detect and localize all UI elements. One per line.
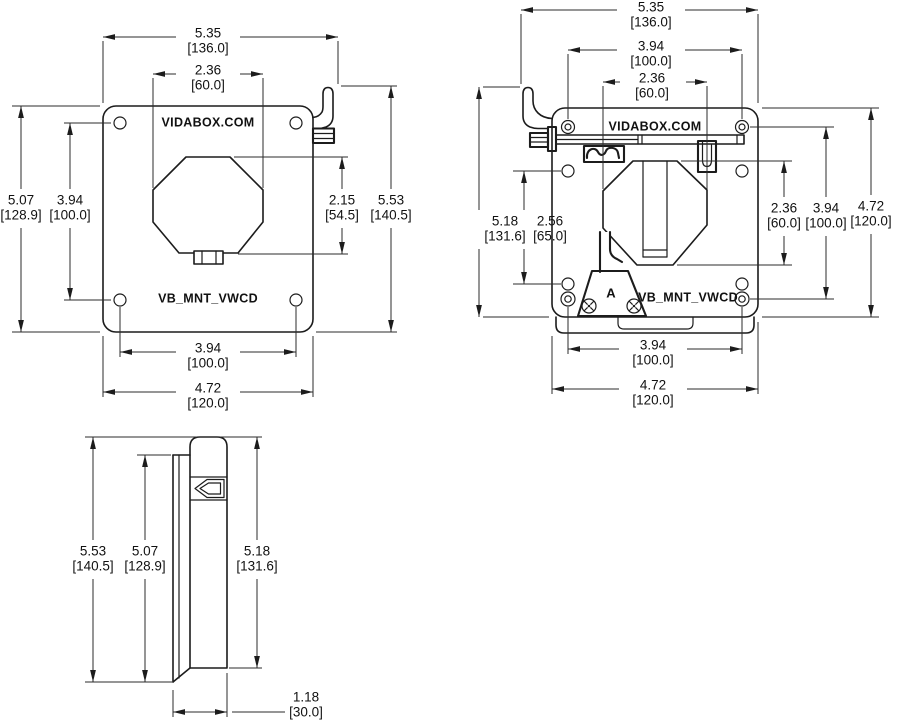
dim-value: 5.35 (638, 0, 664, 15)
dim-side-plate-height: 5.07 [128.9] (124, 455, 166, 682)
dim-value: 2.56 (537, 214, 563, 229)
dim-value: 3.94 (640, 338, 667, 353)
rear-view: A VIDABOX.COM VB_MNT_VWCD (476, 0, 892, 408)
phillips-screw (626, 298, 642, 314)
dim-front-hole-spacing-v: 3.94 [100.0] (49, 123, 91, 300)
dim-rear-octagon-width: 2.36 [60.0] (603, 71, 707, 101)
dim-value: 5.18 (244, 544, 270, 559)
dim-front-octagon-width: 2.36 [60.0] (153, 63, 263, 93)
dim-value: 5.53 (80, 544, 106, 559)
dim-side-depth: 1.18 [30.0] (173, 690, 323, 720)
dim-value: 2.36 (195, 63, 221, 78)
dim-rear-hole-spacing-top: 3.94 [100.0] (568, 39, 742, 69)
rear-release-channel (597, 230, 624, 274)
rear-extension-lines (483, 14, 879, 394)
side-view: 5.53 [140.5] 5.07 [128.9] 5.18 [131.6] 1… (72, 436, 323, 720)
dim-unit-mm: [100.0] (630, 54, 671, 69)
rear-plate-outline (551, 107, 759, 334)
phillips-screw (581, 298, 597, 314)
rear-holes-bottom (560, 277, 750, 307)
dim-unit-mm: [100.0] (632, 353, 673, 368)
dim-unit-mm: [65.0] (533, 229, 567, 244)
dim-value: 3.94 (813, 201, 840, 216)
front-brand-label: VIDABOX.COM (162, 115, 255, 129)
dim-value: 1.18 (293, 690, 319, 705)
dim-value: 5.53 (378, 193, 404, 208)
dim-value: 5.07 (8, 193, 34, 208)
dim-value: 2.15 (329, 193, 355, 208)
rear-wall-hook (522, 86, 553, 130)
dim-unit-mm: [120.0] (187, 396, 228, 411)
dim-unit-mm: [120.0] (632, 393, 673, 408)
dim-unit-mm: [136.0] (630, 15, 671, 30)
dim-front-overall-width: 5.35 [136.0] (103, 26, 338, 56)
rear-brand-label: VIDABOX.COM (609, 119, 702, 133)
front-plate-outline (102, 105, 314, 333)
rear-octagon-cutout (602, 160, 708, 266)
dim-unit-mm: [54.5] (325, 208, 359, 223)
dim-front-overall-height: 5.53 [140.5] (370, 86, 412, 332)
dim-unit-mm: [140.5] (370, 208, 411, 223)
dim-rear-hole-spacing-right: 3.94 [100.0] (805, 127, 847, 299)
dim-rear-hole-spacing-lower: 2.56 [65.0] (521, 171, 567, 284)
front-lock-knob (311, 127, 336, 145)
rear-bracket-a: A (576, 269, 648, 318)
dim-value: 5.18 (492, 214, 518, 229)
dim-unit-mm: [30.0] (289, 705, 323, 720)
dim-value: 2.36 (639, 71, 665, 86)
dim-rear-octagon-height: 2.36 [60.0] (767, 161, 801, 265)
side-bracket-bar (189, 436, 228, 669)
dim-value: 2.36 (771, 201, 797, 216)
dim-rear-overall-width: 5.35 [136.0] (521, 0, 758, 30)
dim-side-total-height: 5.53 [140.5] (72, 437, 114, 682)
dim-unit-mm: [100.0] (805, 216, 846, 231)
dim-rear-overall-height: 5.18 [131.6] (476, 87, 526, 317)
front-wall-hook (312, 86, 334, 130)
rear-lip-cutout (617, 316, 694, 330)
dim-unit-mm: [60.0] (767, 216, 801, 231)
rear-spring-latch (582, 144, 626, 164)
dim-value: 3.94 (195, 341, 222, 356)
dim-front-hole-spacing-h: 3.94 [100.0] (120, 341, 296, 371)
side-latch-arrow (194, 478, 225, 499)
dim-unit-mm: [140.5] (72, 559, 113, 574)
dim-front-plate-width: 4.72 [120.0] (103, 381, 313, 411)
front-view: VIDABOX.COM VB_MNT_VWCD 5.35 [136.0] (0, 26, 411, 411)
rear-part-label: VB_MNT_VWCD (638, 290, 738, 304)
dim-value: 4.72 (195, 381, 221, 396)
dim-value: 3.94 (57, 193, 84, 208)
rear-screw-holes-top (560, 119, 750, 135)
side-front-plate-edge (172, 454, 191, 683)
dim-front-octagon-height: 2.15 [54.5] (325, 157, 359, 254)
dim-unit-mm: [100.0] (49, 208, 90, 223)
front-octagon-cutout (152, 156, 264, 265)
dim-rear-plate-height: 4.72 [120.0] (850, 108, 892, 317)
dim-unit-mm: [131.6] (236, 559, 277, 574)
dim-unit-mm: [128.9] (0, 208, 41, 223)
dim-value: 5.35 (195, 26, 221, 41)
dim-unit-mm: [60.0] (191, 78, 225, 93)
dim-unit-mm: [120.0] (850, 214, 891, 229)
front-extension-lines (12, 41, 397, 397)
rear-holes-middle (561, 164, 749, 178)
dim-rear-hole-spacing-bottom: 3.94 [100.0] (568, 338, 742, 368)
dim-unit-mm: [60.0] (635, 86, 669, 101)
section-marker-a: A (606, 285, 616, 300)
dim-value: 3.94 (638, 39, 665, 54)
dim-value: 4.72 (640, 378, 666, 393)
dim-value: 5.07 (132, 544, 158, 559)
rear-bottom-lip (555, 316, 755, 334)
front-part-label: VB_MNT_VWCD (158, 291, 258, 305)
dim-unit-mm: [136.0] (187, 41, 228, 56)
dim-unit-mm: [128.9] (124, 559, 165, 574)
dim-unit-mm: [131.6] (484, 229, 525, 244)
dim-value: 4.72 (858, 199, 884, 214)
dim-side-bracket-height: 5.18 [131.6] (236, 437, 278, 668)
dim-unit-mm: [100.0] (187, 356, 228, 371)
dim-front-plate-height: 5.07 [128.9] (0, 106, 42, 332)
dim-rear-plate-width: 4.72 [120.0] (552, 378, 758, 408)
front-mounting-holes (113, 116, 303, 307)
rear-slider-bar (555, 134, 745, 145)
